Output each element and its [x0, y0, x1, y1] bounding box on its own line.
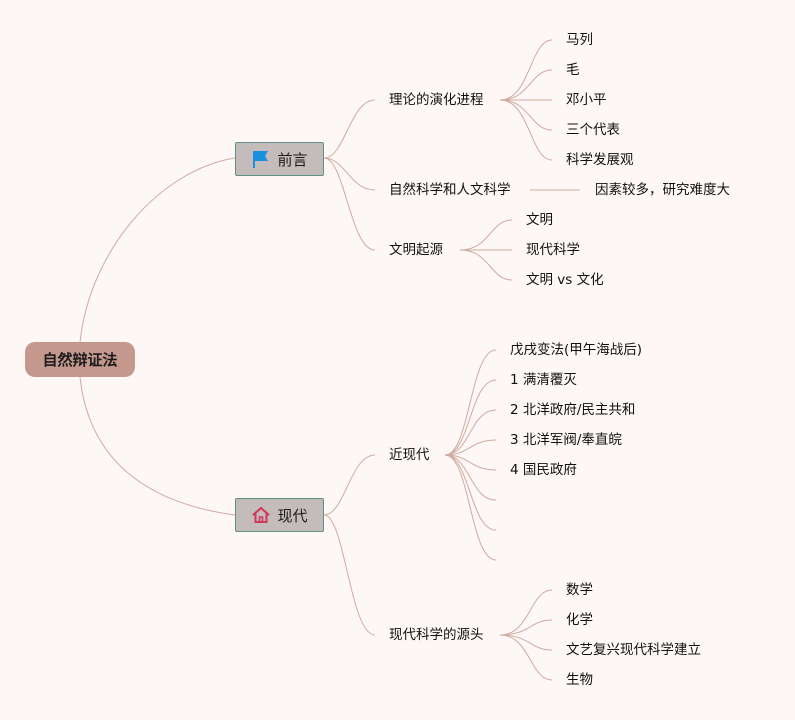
connector-origin-3 — [459, 249, 513, 281]
subtopic-modern-science-origin[interactable]: 现代科学的源头 — [389, 627, 484, 643]
leaf-topic[interactable]: 毛 — [566, 62, 580, 78]
leaf-topic[interactable]: 生物 — [566, 672, 593, 688]
flag-icon — [251, 149, 271, 169]
connector-modern-recent — [323, 454, 376, 516]
leaf-topic[interactable]: 邓小平 — [566, 92, 607, 108]
connector-preface-origin — [323, 157, 376, 251]
empty-leaf-topic[interactable] — [510, 555, 520, 565]
subtopic-modern-history[interactable]: 近现代 — [389, 447, 430, 463]
connector-theory-4 — [499, 99, 553, 131]
connector-theory-1 — [499, 39, 553, 101]
main-topic-label: 现代 — [277, 506, 308, 525]
connector-preface-theory — [323, 99, 376, 159]
connector-recent-6 — [444, 454, 497, 501]
connector-root-modern — [79, 376, 236, 516]
leaf-topic[interactable]: 2 北洋政府/民主共和 — [510, 402, 636, 418]
connector-origin2-2 — [499, 619, 553, 636]
leaf-topic[interactable]: 三个代表 — [566, 122, 620, 138]
leaf-topic[interactable]: 文艺复兴现代科学建立 — [566, 642, 701, 658]
leaf-topic[interactable]: 戊戌变法(甲午海战后) — [510, 342, 643, 358]
subtopic-theory-evolution[interactable]: 理论的演化进程 — [389, 92, 484, 108]
subtopic-civilization-origin[interactable]: 文明起源 — [389, 242, 443, 258]
connector-origin2-3 — [499, 634, 553, 651]
connector-preface-science — [323, 157, 376, 191]
connector-theory-5 — [499, 99, 553, 161]
leaf-topic[interactable]: 4 国民政府 — [510, 462, 577, 478]
connector-recent-8 — [444, 454, 497, 561]
main-topic-preface[interactable]: 前言 — [235, 142, 324, 176]
leaf-topic[interactable]: 化学 — [566, 612, 593, 628]
connector-modern-origin — [323, 514, 376, 636]
connector-recent-7 — [444, 454, 497, 531]
leaf-topic[interactable]: 文明 vs 文化 — [526, 272, 604, 288]
connector-origin2-4 — [499, 634, 553, 681]
connector-origin2-1 — [499, 589, 553, 636]
empty-leaf-topic[interactable] — [510, 495, 520, 505]
main-topic-modern[interactable]: 现代 — [235, 498, 324, 532]
leaf-topic[interactable]: 文明 — [526, 212, 553, 228]
home-icon — [251, 505, 271, 525]
connector-recent-3 — [444, 409, 497, 456]
connector-root-preface — [79, 157, 236, 343]
root-topic[interactable]: 自然辩证法 — [25, 342, 135, 377]
connector-recent-1 — [444, 349, 497, 456]
connector-recent-2 — [444, 379, 497, 456]
main-topic-label: 前言 — [277, 150, 308, 169]
connector-recent-5 — [444, 454, 497, 471]
leaf-topic[interactable]: 科学发展观 — [566, 152, 634, 168]
leaf-topic[interactable]: 现代科学 — [526, 242, 580, 258]
connector-origin-1 — [459, 219, 513, 251]
leaf-topic[interactable]: 1 满清覆灭 — [510, 372, 577, 388]
leaf-topic[interactable]: 数学 — [566, 582, 593, 598]
connector-theory-2 — [499, 69, 553, 101]
leaf-topic[interactable]: 马列 — [566, 32, 593, 48]
subtopic-natural-humanities[interactable]: 自然科学和人文科学 — [389, 182, 511, 198]
root-topic-label: 自然辩证法 — [42, 351, 118, 369]
leaf-topic[interactable]: 因素较多，研究难度大 — [595, 182, 730, 198]
connector-recent-4 — [444, 439, 497, 456]
empty-leaf-topic[interactable] — [510, 525, 520, 535]
leaf-topic[interactable]: 3 北洋军阀/奉直皖 — [510, 432, 622, 448]
